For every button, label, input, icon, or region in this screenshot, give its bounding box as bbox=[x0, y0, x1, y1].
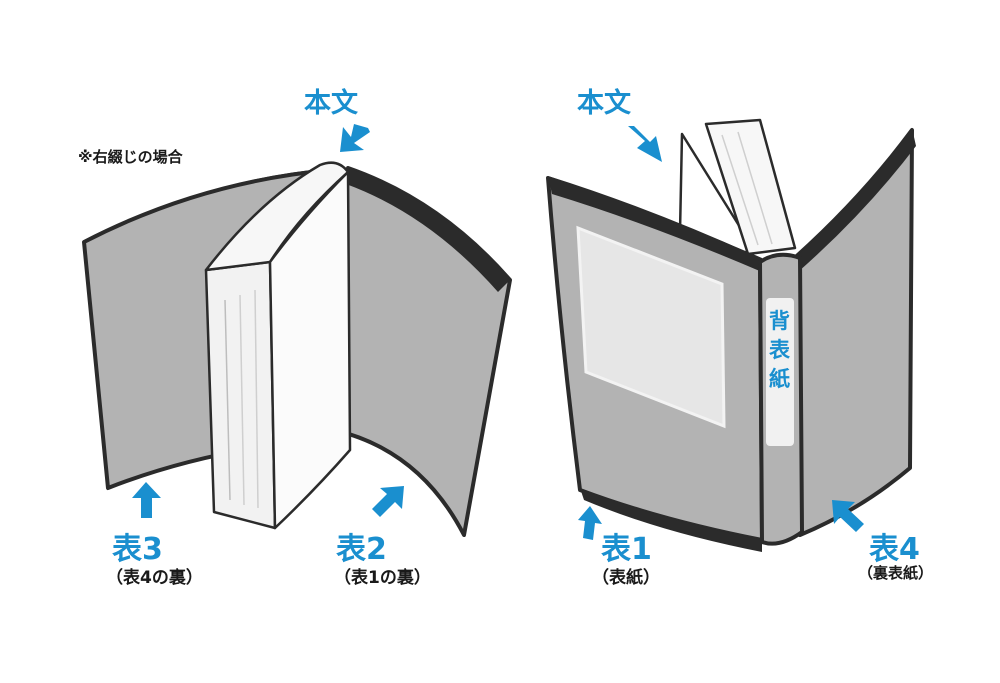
right-book-back-cover-edge bbox=[790, 128, 916, 272]
arrow-honbun-left bbox=[340, 124, 370, 152]
arrow-honbun-right bbox=[628, 126, 662, 162]
right-book bbox=[546, 118, 916, 552]
note-migitoji: ※右綴じの場合 bbox=[78, 148, 184, 166]
label-honbun-left: 本文 bbox=[304, 87, 359, 119]
right-book-front-cover-bottom-edge bbox=[580, 488, 762, 552]
label-hyo4: 表4 bbox=[869, 532, 920, 567]
left-book bbox=[82, 161, 512, 537]
spine-char-shi: 紙 bbox=[769, 367, 790, 391]
left-book-cover-hyo2-edge bbox=[346, 168, 510, 292]
label-hyo2-sub: （表1の裏） bbox=[334, 567, 431, 588]
label-hyo1: 表1 bbox=[601, 532, 652, 567]
spine-char-se: 背 bbox=[769, 309, 790, 333]
right-book-spine-label bbox=[766, 298, 794, 446]
arrow-hyo1 bbox=[578, 506, 602, 540]
label-honbun-right: 本文 bbox=[577, 87, 632, 119]
right-book-front-cover-top-edge bbox=[548, 176, 762, 272]
spine-char-hyo: 表 bbox=[769, 338, 791, 362]
label-hyo1-sub: （表紙） bbox=[592, 567, 660, 588]
arrows bbox=[132, 124, 864, 540]
label-hyo2: 表2 bbox=[336, 532, 387, 567]
arrow-hyo2 bbox=[372, 486, 404, 517]
label-hyo3: 表3 bbox=[112, 532, 163, 567]
label-hyo4-sub: （裏表紙） bbox=[858, 564, 933, 582]
arrow-hyo3 bbox=[132, 482, 161, 518]
label-hyo3-sub: （表4の裏） bbox=[106, 567, 203, 588]
left-book-textblock-page bbox=[268, 170, 352, 530]
right-book-cover-title-panel bbox=[576, 225, 726, 429]
arrow-hyo4 bbox=[832, 500, 864, 532]
right-book-back-cover bbox=[788, 128, 914, 537]
left-book-textblock-top bbox=[204, 161, 350, 272]
